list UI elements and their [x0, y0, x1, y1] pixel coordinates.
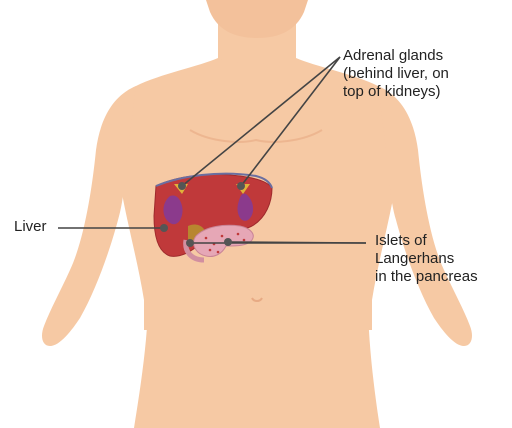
adrenal-right-marker: [237, 182, 245, 190]
adrenal-left-marker: [178, 182, 186, 190]
liver-label: Liver: [14, 218, 47, 236]
islets-label-line-2: Langerhans: [375, 250, 478, 268]
adrenal-label-line-2: (behind liver, on: [343, 65, 449, 83]
body-left-arm: [42, 86, 136, 346]
islets-leader-2: [228, 242, 366, 243]
islets-marker-left: [186, 239, 194, 247]
islets-label-line-3: in the pancreas: [375, 268, 478, 286]
adrenal-glands-label: Adrenal glands (behind liver, on top of …: [343, 47, 449, 101]
islets-label: Islets of Langerhans in the pancreas: [375, 232, 478, 286]
islets-marker-right: [224, 238, 232, 246]
adrenal-label-line-1: Adrenal glands: [343, 47, 449, 65]
body-right-arm: [378, 86, 472, 346]
islets-label-line-1: Islets of: [375, 232, 478, 250]
adrenal-label-line-3: top of kidneys): [343, 83, 449, 101]
liver-marker: [160, 224, 168, 232]
